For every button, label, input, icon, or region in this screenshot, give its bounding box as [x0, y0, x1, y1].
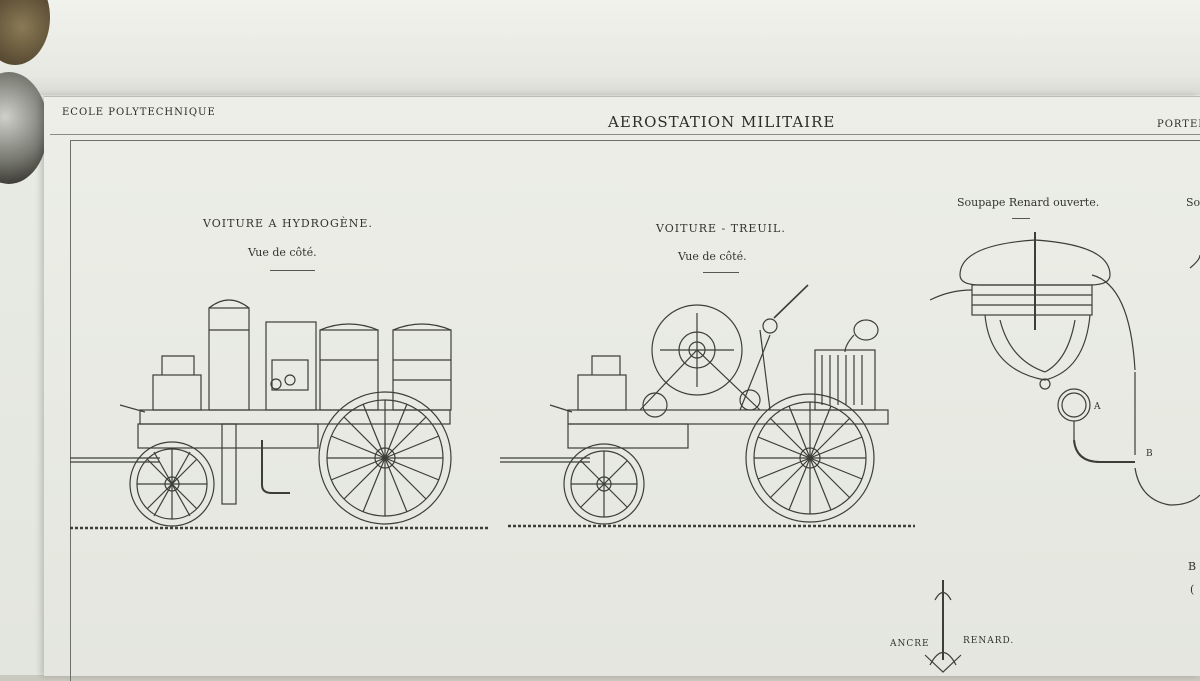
- edge-text-1: B: [1188, 560, 1197, 573]
- anchor-drawing: [924, 580, 962, 673]
- school-label: ECOLE POLYTECHNIQUE: [62, 107, 216, 118]
- anchor-label-left: ANCRE: [890, 639, 930, 649]
- plate-sheet: [44, 96, 1200, 676]
- gauge-label-b: B: [1146, 449, 1153, 459]
- plate-frame: [70, 140, 1200, 681]
- portfolio-label: PORTEF: [1157, 119, 1200, 130]
- hydrogen-caption-rule: [270, 270, 315, 271]
- hydrogen-cart-title: VOITURE A HYDROGÈNE.: [203, 217, 373, 230]
- valve-open-title: Soupape Renard ouverte.: [957, 196, 1100, 209]
- winch-cart-drawing: [500, 284, 915, 528]
- edge-text-2: (: [1190, 583, 1195, 596]
- plate-title: AEROSTATION MILITAIRE: [608, 113, 836, 131]
- gauge-label-a: A: [1094, 402, 1101, 412]
- winch-caption-rule: [703, 272, 739, 273]
- valve-caption-rule: [1012, 218, 1030, 219]
- valve-closed-title: So: [1186, 196, 1200, 209]
- anchor-label-right: RENARD.: [963, 636, 1015, 646]
- hydrogen-cart-view: Vue de côté.: [248, 246, 317, 259]
- hydrogen-cart-drawing: [70, 299, 490, 530]
- upper-sheet-curl: [0, 0, 1200, 95]
- winch-cart-view: Vue de côté.: [678, 250, 747, 263]
- title-rule: [50, 134, 1200, 135]
- winch-cart-title: VOITURE - TREUIL.: [656, 222, 786, 235]
- valve-drawing: [929, 232, 1200, 506]
